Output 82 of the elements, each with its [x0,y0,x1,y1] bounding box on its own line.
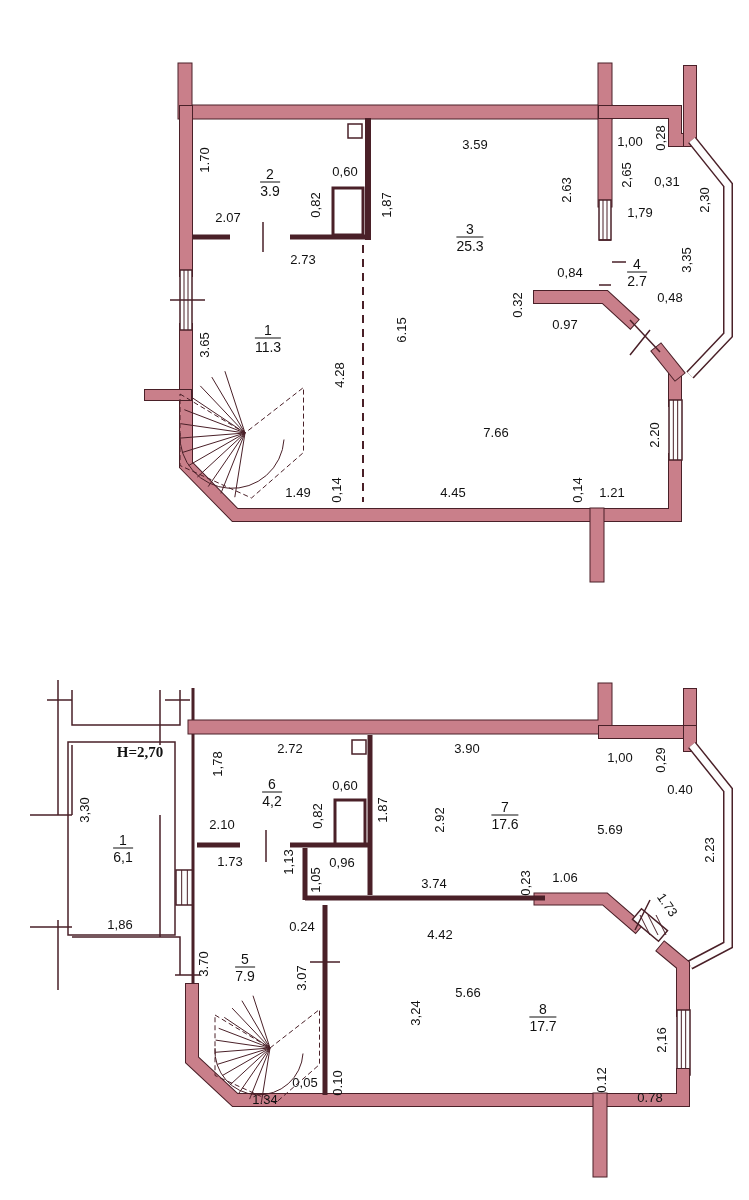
dimension-label: 1.21 [599,486,625,500]
room-area: 11.3 [254,338,282,355]
dimension-label: 4.45 [440,486,466,500]
dimension-label: 1,78 [211,751,225,777]
dimension-label: 3,35 [680,247,694,273]
dimension-label: 0,14 [571,477,585,503]
dimension-label: 5.69 [597,823,623,837]
room-area: 2.7 [627,272,647,289]
dimension-label: 3,30 [78,797,92,823]
dimension-label: 3.65 [198,332,212,358]
room-area: 7.9 [235,967,255,984]
dimension-label: 1.06 [552,871,578,885]
dimension-label: 0,60 [332,165,358,179]
dimension-label: 3.90 [454,742,480,756]
dimension-label: 3.70 [197,951,211,977]
dimension-label: 0,28 [654,125,668,151]
room-area: 3.9 [260,182,280,199]
dimension-label: 0.40 [667,783,693,797]
room-area: 25.3 [456,237,484,254]
dimension-label: 2.20 [648,422,662,448]
dimension-label: 1,79 [627,206,653,220]
dimension-label: 0.78 [637,1091,663,1105]
dimension-label: 3,24 [409,1000,423,1026]
dimension-label: 7.66 [483,426,509,440]
dimension-label: 1.70 [198,147,212,173]
dimension-label: 0,29 [654,747,668,773]
room-area: 17.7 [529,1017,557,1034]
dimension-label: 1,13 [282,849,296,875]
dimension-label: 0,96 [329,856,355,870]
dimension-label: 0.97 [552,318,578,332]
ceiling-height-note: H=2,70 [116,745,164,759]
dimension-label: 0,82 [309,192,323,218]
dimension-label: 5.66 [455,986,481,1000]
dimension-label: 0,48 [657,291,683,305]
dimension-label: 0,31 [654,175,680,189]
room-number: 3 [456,220,484,238]
dimension-label: 4.42 [427,928,453,942]
dimension-label: 2.92 [433,807,447,833]
room-number: 7 [491,798,519,816]
room-area: 17.6 [491,815,519,832]
dimension-label: 1.73 [217,855,243,869]
room-number: 4 [627,255,647,273]
dimension-label: 2.10 [209,818,235,832]
dimension-label: 3.74 [421,877,447,891]
dimension-label: 2.72 [277,742,303,756]
dimension-label: 0,23 [519,870,533,896]
room-number: 8 [529,1000,557,1018]
dimension-label: 0.32 [511,292,525,318]
dimension-label: 2,16 [655,1027,669,1053]
dimension-label: 2.23 [703,837,717,863]
room-number: 5 [235,950,255,968]
dimension-label: 1,00 [617,135,643,149]
dimension-label: 0.12 [595,1067,609,1093]
dimension-label: 3.59 [462,138,488,152]
dimension-label: 1,00 [607,751,633,765]
dimension-label: 1.87 [376,797,390,823]
room-number: 1 [254,321,282,339]
dimension-label: 0,05 [292,1076,318,1090]
dimension-label: 2,30 [698,187,712,213]
dimension-label: 1,87 [380,192,394,218]
dimension-label: 2,65 [620,162,634,188]
dimension-label: 0,60 [332,779,358,793]
room-number: 6 [262,775,282,793]
dimension-label: 1,86 [107,918,133,932]
dimension-label: 2.73 [290,253,316,267]
dimension-label: 2.63 [560,177,574,203]
room-number: 2 [260,165,280,183]
dimension-label: 4.28 [333,362,347,388]
dimension-label: 0,14 [330,477,344,503]
room-area: 6,1 [113,848,133,865]
dimension-label: 0.24 [289,920,315,934]
dimension-label: 0.10 [331,1070,345,1096]
dimension-label: 6.15 [395,317,409,343]
dimension-label: 0,82 [311,803,325,829]
room-number: 1 [113,831,133,849]
dimension-label: 1,05 [309,867,323,893]
dimension-label: 2.07 [215,211,241,225]
room-area: 4,2 [262,792,282,809]
dimension-label: 0,84 [557,266,583,280]
dimension-label: 1.49 [285,486,311,500]
dimension-label: 1.34 [252,1093,278,1107]
dimension-label: 3.07 [295,965,309,991]
